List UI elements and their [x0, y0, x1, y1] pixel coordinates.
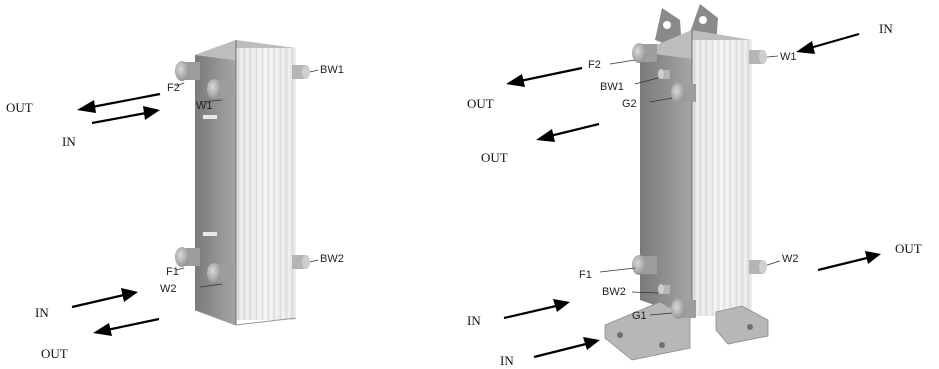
right-arrow-in-bottom [533, 337, 600, 359]
right-flow-label-out-top: OUT [467, 96, 494, 111]
right-port-bw2 [658, 284, 670, 294]
left-port-w2 [207, 263, 234, 283]
left-port-bw2 [292, 255, 310, 269]
left-port-bw1 [292, 65, 310, 79]
right-port-label-bw2: BW2 [602, 286, 626, 298]
right-arrow-in-middle [503, 299, 570, 320]
right-exchanger-foot-right [715, 305, 769, 345]
left-port-w1 [207, 79, 234, 99]
left-exchanger-side-panel [195, 40, 236, 325]
left-port-label-w2: W2 [160, 283, 177, 295]
left-port-label-f2: F2 [167, 82, 180, 94]
right-port-label-w2: W2 [782, 253, 799, 265]
right-flow-label-out-right: OUT [895, 241, 922, 256]
right-port-g1 [671, 299, 696, 319]
left-port-label-bw1: BW1 [320, 64, 344, 76]
right-exchanger-foot-left [604, 301, 691, 361]
right-port-w2 [749, 260, 767, 274]
left-flow-label-in-top: IN [62, 134, 76, 149]
left-heat-exchanger: F2 W1 BW1 F1 W2 BW2 OUT IN IN OUT [6, 40, 344, 361]
right-port-bw1 [658, 69, 670, 79]
left-arrow-out-top [77, 92, 161, 113]
right-flow-label-in-bottom: IN [500, 353, 514, 368]
right-port-label-bw1: BW1 [600, 81, 624, 93]
right-flow-label-in-top: IN [879, 21, 893, 36]
left-arrow-out-bottom [93, 317, 160, 336]
left-port-label-bw2: BW2 [320, 253, 344, 265]
right-arrow-out-middle [536, 122, 600, 142]
right-port-w1 [749, 50, 767, 64]
left-arrow-in-top [91, 106, 160, 125]
left-flow-label-in-bottom: IN [35, 305, 49, 320]
left-port-f2 [175, 61, 200, 81]
right-arrow-out-right [817, 251, 881, 272]
right-port-f2 [632, 43, 657, 63]
right-port-label-g1: G1 [632, 310, 647, 322]
left-flow-label-out-top: OUT [6, 100, 33, 115]
right-port-g2 [671, 83, 696, 103]
left-port-label-w1: W1 [196, 100, 213, 112]
left-port-f1 [175, 247, 200, 267]
right-port-label-w1: W1 [780, 51, 797, 63]
right-port-label-f1: F1 [579, 269, 592, 281]
left-flow-label-out-bottom: OUT [41, 346, 68, 361]
right-flow-label-out-middle: OUT [481, 150, 508, 165]
left-exchanger-slot-lower [203, 232, 217, 236]
right-port-f1 [632, 255, 657, 275]
right-port-label-g2: G2 [622, 98, 637, 110]
left-exchanger-slot-upper [203, 115, 217, 119]
right-arrow-in-top [796, 32, 860, 54]
right-arrow-out-top [506, 66, 583, 87]
right-heat-exchanger: F2 BW1 G2 W1 F1 BW2 G1 W2 [467, 4, 922, 368]
left-port-label-f1: F1 [166, 266, 179, 278]
left-arrow-in-bottom [71, 288, 138, 309]
right-flow-label-in-middle: IN [467, 313, 481, 328]
right-port-label-f2: F2 [588, 59, 601, 71]
